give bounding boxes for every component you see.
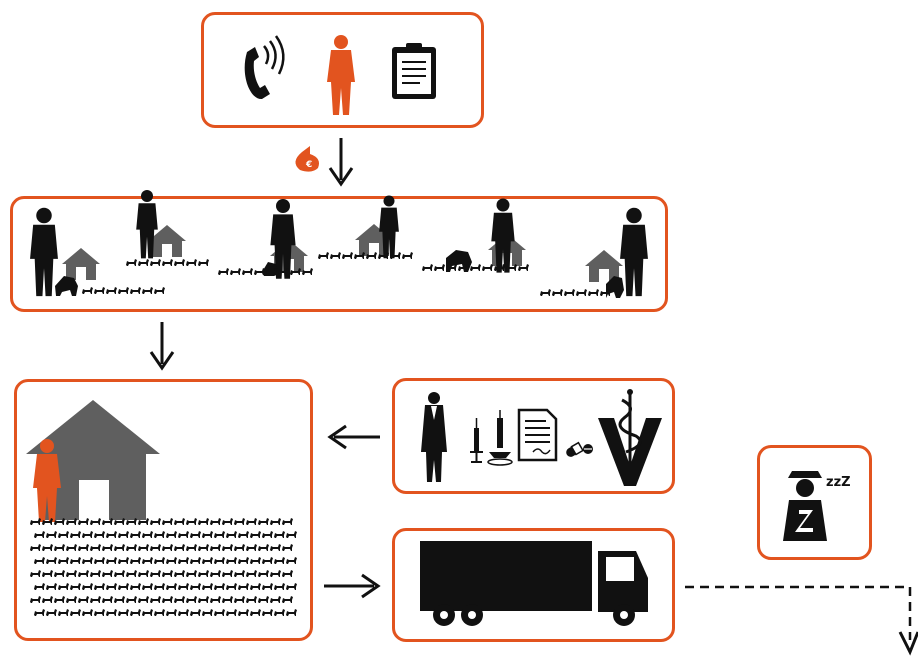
truck-icon [420,541,648,626]
arrow-order-to-breeders [330,138,352,184]
euro-money-bag-icon: € [295,146,319,172]
document-icon [519,410,556,460]
arrow-dealer-to-transport [324,575,378,597]
arrow-breeders-to-dealer [151,322,173,368]
buyer-person-icon [327,35,355,115]
svg-text:€: € [305,160,312,170]
pills-icon [565,443,593,459]
sleeping-officer-icon: zzZ [783,471,851,541]
breeder-with-dogs-icon [422,199,529,273]
breeding-farms-scene [30,190,648,298]
syringe-icon [470,418,483,462]
arrow-vet-to-dealer [330,426,380,448]
doghouse-icon-2 [318,196,413,260]
vaccine-icon [488,410,512,465]
phone-ringing-icon [245,36,284,99]
dog-crowd-icon [30,518,297,616]
clipboard-order-icon [392,43,436,99]
veterinarian-icon [421,392,447,482]
litter-puppies-icon [218,199,313,279]
dashed-export-route [685,587,918,652]
kennel-owner-icon [540,208,648,298]
caduceus-v-icon [598,389,662,486]
sleep-text: zzZ [826,475,851,490]
doghouse-icon [126,190,209,266]
